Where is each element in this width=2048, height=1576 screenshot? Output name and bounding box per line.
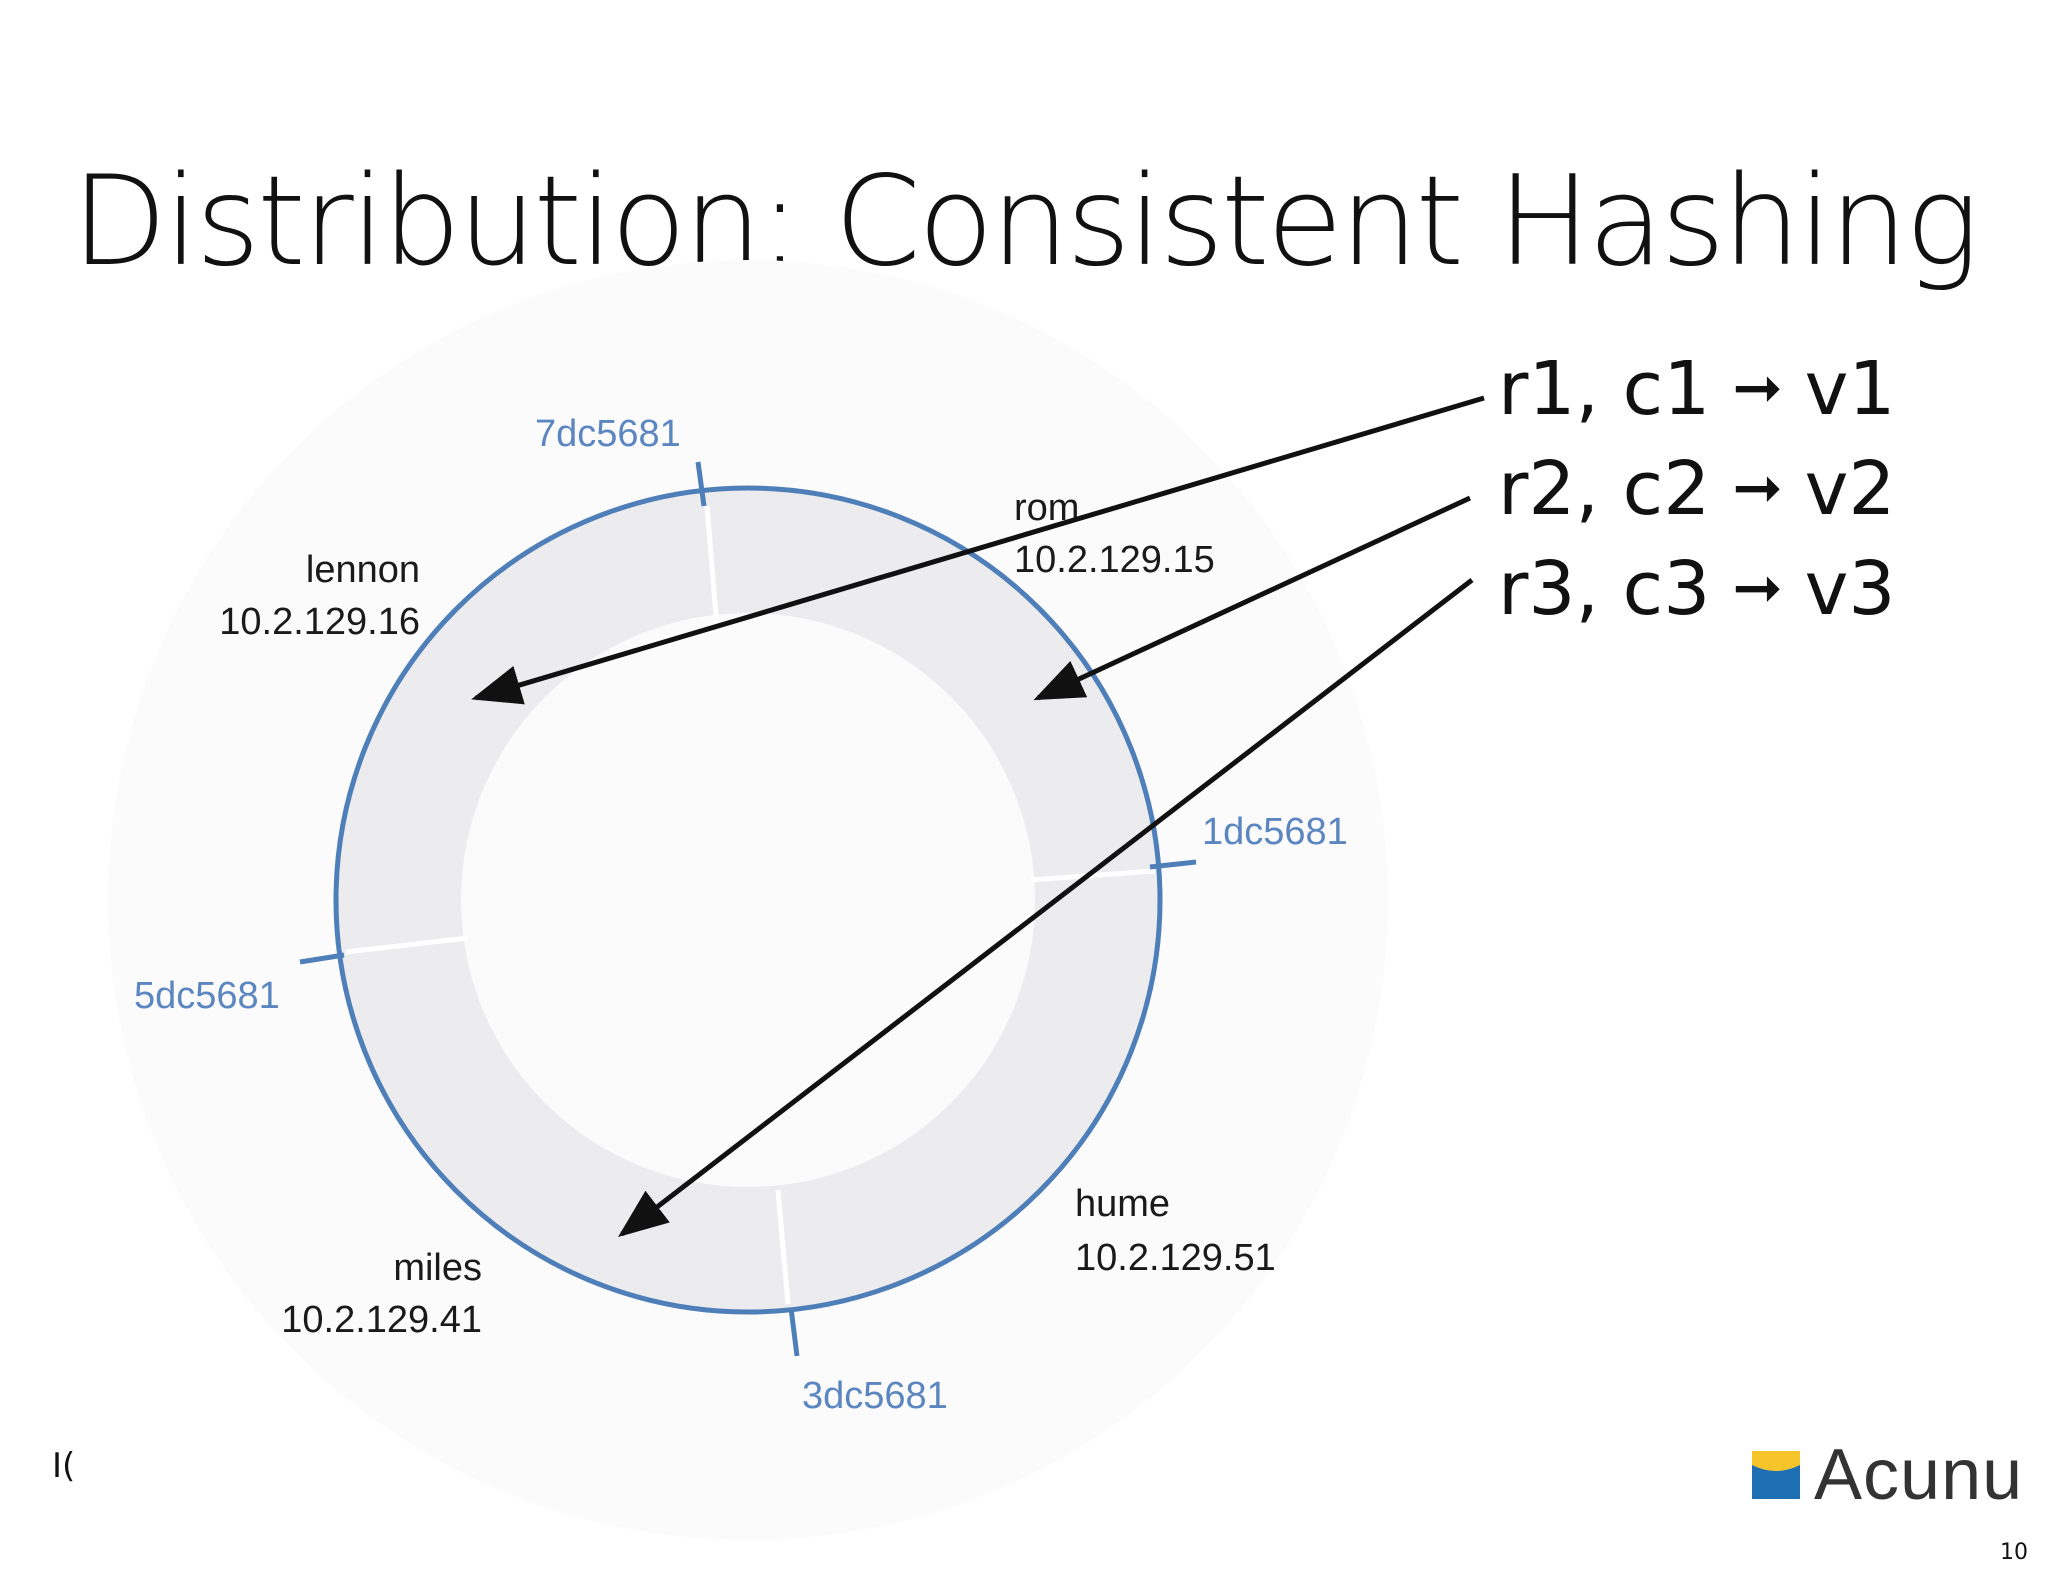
ring-divider-bottom xyxy=(775,1189,791,1305)
slide-title: Distribution: Consistent Hashing xyxy=(71,150,1980,294)
mapping-arrow-1 xyxy=(471,395,1485,705)
node-ip-lennon: 10.2.129.16 xyxy=(219,601,420,643)
mapping-key: r2, c2 xyxy=(1498,446,1711,532)
token-tick-3dc5681 xyxy=(788,1307,800,1357)
mapping-key: r1, c1 xyxy=(1498,346,1711,432)
footer-fragment: I( xyxy=(52,1446,76,1486)
node-name-hume: hume xyxy=(1075,1183,1170,1225)
ring-divider-right xyxy=(1029,868,1156,883)
page-number: 10 xyxy=(2000,1540,2028,1565)
token-tick-1dc5681 xyxy=(1149,859,1197,870)
token-tick-5dc5681 xyxy=(299,952,345,965)
node-name-miles: miles xyxy=(393,1247,482,1289)
right-arrow-icon: ➞ xyxy=(1732,453,1783,523)
acunu-logo-icon xyxy=(1752,1451,1800,1499)
token-label-5dc5681: 5dc5681 xyxy=(134,975,280,1017)
ring-divider-left xyxy=(345,935,469,955)
logo-text: Acunu xyxy=(1814,1435,2024,1515)
token-label-7dc5681: 7dc5681 xyxy=(535,413,681,455)
ring-background xyxy=(108,260,1388,1540)
node-ip-miles: 10.2.129.41 xyxy=(281,1299,482,1341)
mapping-arrow-2 xyxy=(1033,495,1472,701)
right-arrow-icon: ➞ xyxy=(1732,553,1783,623)
mapping-value: v2 xyxy=(1804,446,1896,532)
mapping-key: r3, c3 xyxy=(1498,546,1711,632)
right-arrow-icon: ➞ xyxy=(1732,353,1783,423)
mapping-row-2: r2, c2➞v2 xyxy=(1498,452,1895,526)
mapping-row-3: r3, c3➞v3 xyxy=(1498,552,1895,626)
node-ip-rom: 10.2.129.15 xyxy=(1014,539,1215,581)
node-name-lennon: lennon xyxy=(306,549,420,591)
ring-divider-top xyxy=(704,505,720,629)
token-label-3dc5681: 3dc5681 xyxy=(802,1375,948,1417)
token-tick-7dc5681 xyxy=(695,461,707,507)
hash-ring-band xyxy=(335,487,1161,1313)
mapping-row-1: r1, c1➞v1 xyxy=(1498,352,1895,426)
node-ip-hume: 10.2.129.51 xyxy=(1075,1237,1276,1279)
token-label-1dc5681: 1dc5681 xyxy=(1202,811,1348,853)
hash-ring-outline xyxy=(333,485,1163,1315)
mapping-value: v1 xyxy=(1804,346,1896,432)
mapping-arrow-3 xyxy=(618,578,1474,1238)
acunu-logo: Acunu xyxy=(1752,1435,2023,1515)
mapping-value: v3 xyxy=(1804,546,1896,632)
